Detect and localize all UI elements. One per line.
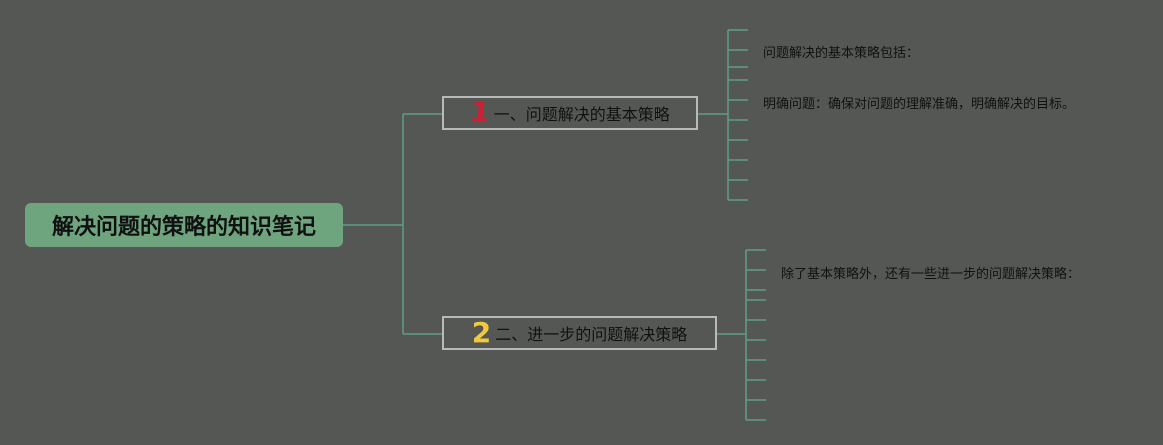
root-node[interactable]: 解决问题的策略的知识笔记 [25,203,343,247]
leaf-node-1-1[interactable]: 问题解决的基本策略包括： [763,46,920,61]
root-title: 解决问题的策略的知识笔记 [51,215,316,240]
leaf-node-2-1[interactable]: 除了基本策略外，还有一些进一步的问题解决策略： [781,267,1081,282]
branch-node-2[interactable]: 2 二、进一步的问题解决策略 [442,316,717,350]
branch-1-title: 一、问题解决的基本策略 [493,105,670,124]
branch-node-1[interactable]: 1 一、问题解决的基本策略 [442,96,698,130]
number-1-icon: 1 [468,96,493,129]
leaf-node-1-2[interactable]: 明确问题：确保对问题的理解准确，明确解决的目标。 [763,97,1076,112]
branch-2-title: 二、进一步的问题解决策略 [495,325,688,344]
number-2-icon: 2 [471,316,492,349]
branch1-leaf-ticks [728,29,748,201]
branch2-leaf-ticks [746,249,766,421]
